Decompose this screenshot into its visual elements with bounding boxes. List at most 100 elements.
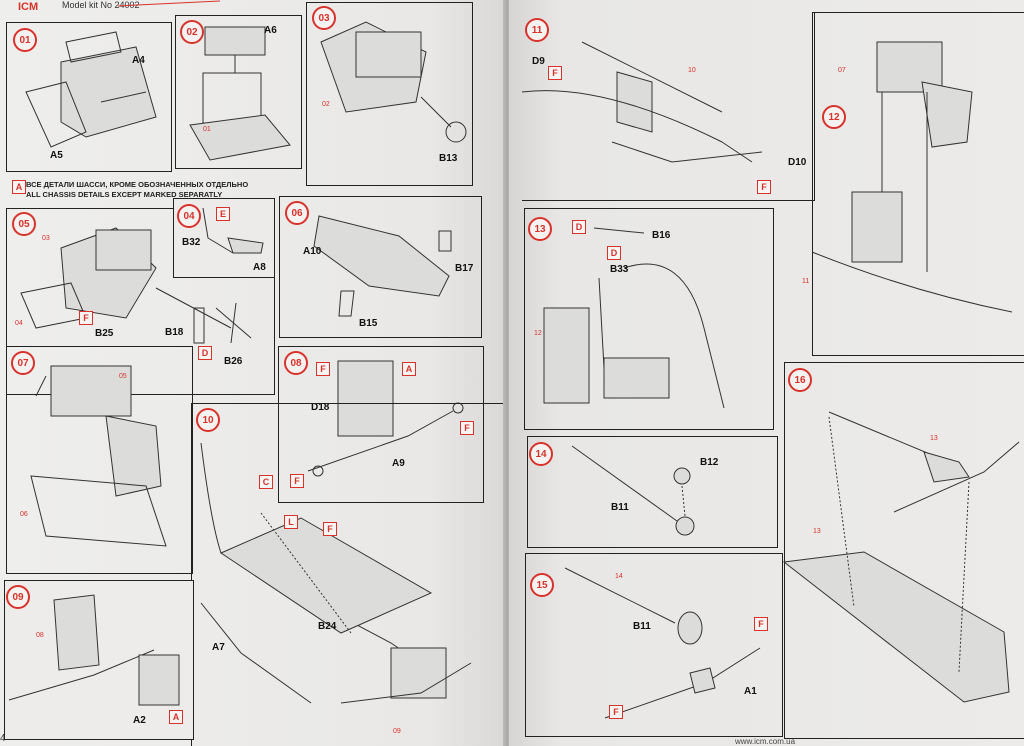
label-b11-15: B11 [633,621,651,632]
label-03: 03 [42,235,50,242]
label-13b: 13 [813,528,821,535]
flag-a-09: A [169,710,183,724]
step-10-drawing [200,442,472,704]
flag-e-04: E [216,207,230,221]
flag-f-11a: F [548,66,562,80]
step-12-box [812,12,1024,356]
step-07-number: 07 [11,351,35,375]
step-14-box [527,436,778,548]
step-15-number: 15 [530,573,554,597]
step-12-number: 12 [822,105,846,129]
step-14-drawing [571,445,695,536]
label-06: 06 [20,511,28,518]
step-16-drawing [782,411,1020,703]
header-rule [117,0,221,7]
label-d9: D9 [532,56,545,67]
step-03-number: 03 [312,6,336,30]
book-gutter [503,0,511,746]
label-11: 11 [802,278,810,285]
flag-f-10: F [323,522,337,536]
step-09-number: 09 [6,585,30,609]
flag-f-08b: F [290,474,304,488]
step-06-number: 06 [285,201,309,225]
page-number: 4 [0,733,6,744]
label-b26: B26 [224,356,243,367]
label-02: 02 [322,101,330,108]
label-a5: A5 [50,150,63,161]
label-b24: B24 [318,621,337,632]
label-09: 09 [393,728,401,735]
flag-f-08c: F [460,421,474,435]
step-11-box [522,12,815,201]
step-01-drawing [25,31,157,148]
chassis-flag-a: A [12,180,26,194]
step-08-drawing [307,360,464,477]
label-13a: 13 [930,435,938,442]
step-07-box [6,346,193,574]
step-11-number: 11 [525,18,549,42]
flag-a-08: A [402,362,416,376]
label-05: 05 [119,373,127,380]
flag-d-05: D [198,346,212,360]
label-10: 10 [688,67,696,74]
label-d10: D10 [788,157,807,168]
label-01: 01 [203,126,211,133]
step-15-box [525,553,783,737]
label-b12: B12 [700,457,719,468]
label-a9: A9 [392,458,405,469]
step-12-drawing [811,41,1013,313]
step-15-drawing [564,567,761,719]
label-07: 07 [838,67,846,74]
step-02-box [175,15,302,169]
label-b15: B15 [359,318,378,329]
label-a7: A7 [212,642,225,653]
chassis-note: ВСЕ ДЕТАЛИ ШАССИ, КРОМЕ ОБОЗНАЧЕННЫХ ОТД… [26,180,249,199]
label-12: 12 [534,330,542,337]
step-05-number: 05 [12,212,36,236]
step-04-number: 04 [177,204,201,228]
label-b25: B25 [95,328,114,339]
label-a10: A10 [303,246,322,257]
icm-logo: ICM [18,1,39,13]
flag-f-11b: F [757,180,771,194]
label-04: 04 [15,320,23,327]
step-08-number: 08 [284,351,308,375]
step-07-drawing [30,365,167,547]
right-page: 11 D9 F 10 D10 F 12 07 11 13 D B16 D B33… [509,0,1024,746]
label-08: 08 [36,632,44,639]
label-a4: A4 [132,55,145,66]
label-a6: A6 [264,25,277,36]
flag-d-13a: D [572,220,586,234]
step-05-box [6,208,275,395]
step-10-box [191,403,505,746]
step-02-number: 02 [180,20,204,44]
step-13-drawing [543,227,725,409]
step-13-number: 13 [528,217,552,241]
flag-d-13b: D [607,246,621,260]
label-a2: A2 [133,715,146,726]
step-06-drawing [313,215,452,317]
step-11-drawing [521,41,763,163]
step-01-box [6,22,172,172]
label-b32: B32 [182,237,201,248]
label-b16: B16 [652,230,671,241]
label-d18: D18 [311,402,330,413]
step-16-box [784,362,1024,739]
flag-f-08a: F [316,362,330,376]
step-01-number: 01 [13,28,37,52]
kit-number: Model kit No 24002 [62,0,140,10]
label-b17: B17 [455,263,474,274]
flag-f-15b: F [609,705,623,719]
step-04-drawing [202,207,264,254]
step-02-drawing [189,26,291,161]
label-14: 14 [615,573,623,580]
step-08-box [278,346,484,503]
label-b33: B33 [610,264,629,275]
step-03-drawing [320,21,467,143]
step-03-box [306,2,473,186]
label-b11-14: B11 [611,502,629,513]
step-09-drawing [8,594,180,706]
label-a8: A8 [253,262,266,273]
label-b18: B18 [165,327,184,338]
footer-url[interactable]: www.icm.com.ua [735,737,796,746]
